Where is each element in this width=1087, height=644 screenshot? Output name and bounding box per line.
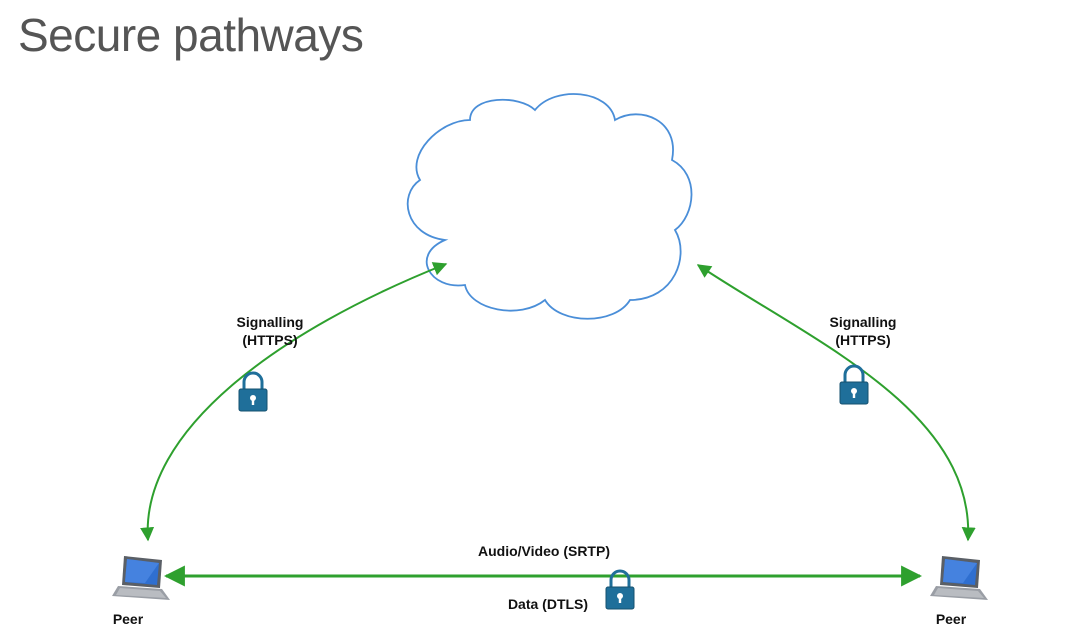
right-signalling-arrow [696,264,976,542]
right-signalling-padlock-icon [838,364,870,406]
right-signalling-protocol: (HTTPS) [835,332,890,348]
left-peer-laptop-icon [112,556,170,600]
left-signalling-padlock-icon [237,371,269,413]
left-signalling-label: Signalling [237,314,304,330]
right-peer-laptop-icon [930,556,988,600]
slide-title: Secure pathways [18,9,364,61]
right-signalling-label: Signalling [830,314,897,330]
cloud-icon [406,93,693,320]
data-label: Data (DTLS) [508,596,588,612]
left-peer-label: Peer [113,611,144,627]
media-label: Audio/Video (SRTP) [478,543,610,559]
left-signalling-arrow [140,262,448,542]
right-peer-label: Peer [936,611,967,627]
left-signalling-protocol: (HTTPS) [242,332,297,348]
